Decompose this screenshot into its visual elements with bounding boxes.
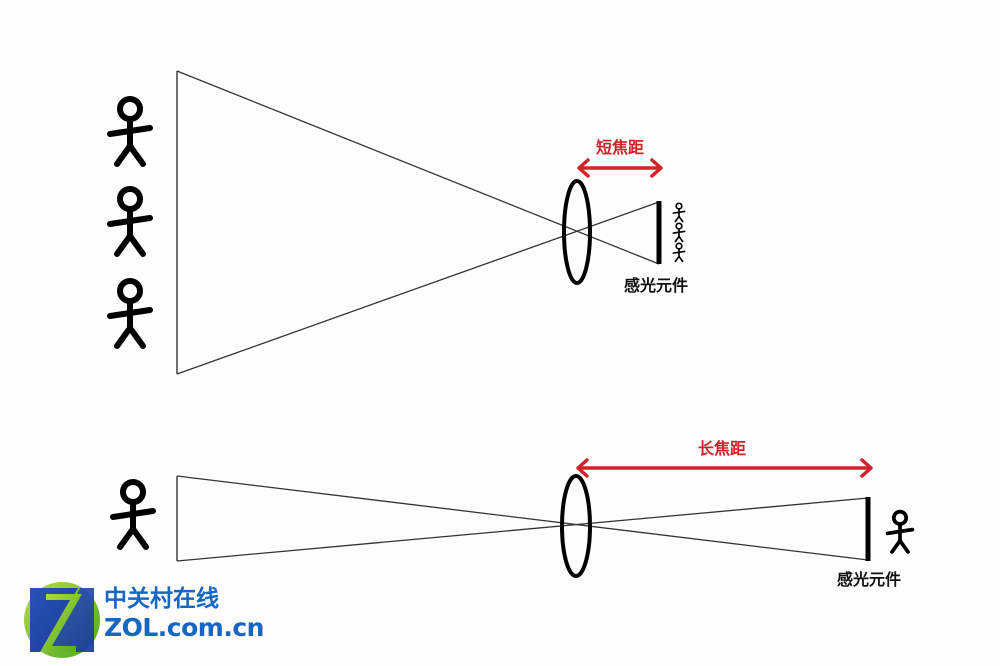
image-figures-top — [672, 202, 686, 263]
logo-name-cn: 中关村在线 — [104, 586, 219, 612]
ray-top-lower — [176, 201, 660, 375]
zol-z-logo-icon — [24, 582, 100, 658]
small-figure-icon — [672, 242, 686, 263]
ray-bottom-lower — [176, 497, 869, 562]
sensor-label-top: 感光元件 — [623, 276, 689, 295]
ray-bottom-upper — [176, 475, 869, 561]
logo-domain: ZOL.com.cn — [104, 613, 264, 642]
stick-figure-icon — [110, 281, 150, 346]
bottom-panel — [113, 458, 915, 578]
stick-figure-icon — [110, 99, 150, 164]
small-figure-icon — [885, 509, 915, 554]
zol-logo: 中关村在线 ZOL.com.cn — [24, 580, 274, 660]
subject-figures-top — [110, 99, 150, 346]
stick-figure-icon — [113, 482, 153, 547]
ray-top-upper — [176, 70, 660, 265]
small-figure-icon — [672, 202, 686, 223]
short-focal-length-label: 短焦距 — [595, 138, 645, 157]
top-panel — [110, 70, 686, 375]
long-focal-length-label: 长焦距 — [697, 439, 747, 458]
focal-arrow-top — [577, 158, 663, 178]
small-figure-icon — [672, 222, 686, 243]
lens-bottom — [560, 474, 592, 578]
sensor-label-bottom: 感光元件 — [836, 570, 902, 589]
stick-figure-icon — [110, 189, 150, 254]
lens-top — [562, 179, 592, 285]
focal-arrow-bottom — [576, 458, 873, 478]
